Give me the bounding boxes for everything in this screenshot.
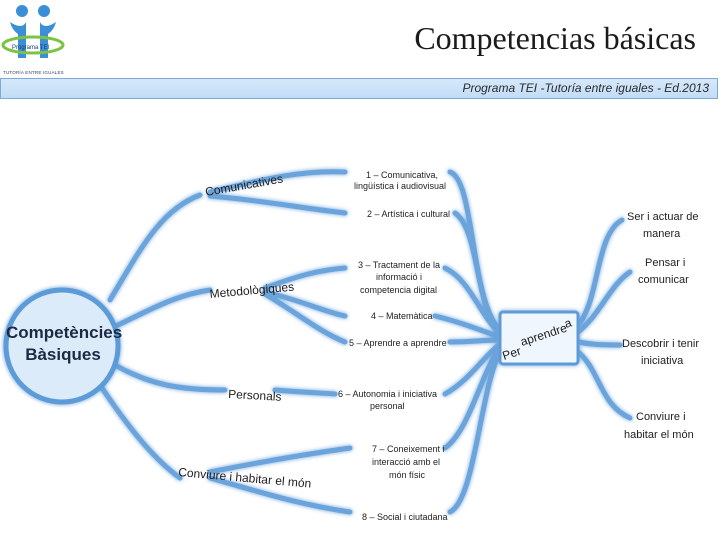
link-com-c2 [207, 193, 348, 216]
outcome-2-line2: comunicar [638, 274, 689, 286]
tei-logo: Programa TEI [0, 0, 68, 78]
link-c4-hub [432, 313, 503, 340]
outcome-3-line2: iniciativa [641, 355, 684, 367]
outcome-2-line1: Pensar i [645, 257, 685, 269]
branch-personals: Personals [228, 387, 282, 404]
subtitle: Programa TEI -Tutoría entre iguales - Ed… [462, 81, 709, 95]
competency-2: 2 – Artística i cultural [367, 209, 450, 219]
subtitle-bar: Programa TEI -Tutoría entre iguales - Ed… [0, 78, 718, 99]
page-title: Competencias básicas [414, 20, 696, 56]
competency-7-line2: interacció amb el [372, 457, 440, 467]
tei-logo-mark: Programa TEI [0, 0, 68, 72]
competency-1-line2: lingüística i audiovisual [354, 181, 446, 191]
link-c5-hub [447, 337, 503, 345]
outcome-1-line2: manera [643, 228, 681, 240]
outcome-3-line1: Descobrir i tenir [622, 338, 699, 350]
outcome-4-line2: habitar el món [624, 429, 694, 441]
link-met-c4 [262, 289, 348, 319]
link-c2-hub [452, 210, 503, 335]
hub-node: Per aprendre a [498, 310, 580, 366]
link-hub-o3 [575, 339, 623, 348]
link-hub-o4 [575, 349, 633, 421]
logo-caption: TUTORÍA ENTRE IGUALES [3, 70, 64, 75]
link-center-conviure [97, 382, 183, 481]
link-center-personals [112, 362, 228, 393]
link-com-c1 [207, 169, 348, 195]
competency-1-line1: 1 – Comunicativa, [366, 170, 438, 180]
competency-8: 8 – Social i ciutadana [362, 512, 448, 522]
branch-comunicatives: Comunicatives [204, 172, 284, 199]
hub-word-per: Per [501, 344, 523, 363]
competency-4: 4 – Matemàtica [371, 311, 433, 321]
competency-6-line2: personal [370, 401, 405, 411]
link-hub-o2 [575, 269, 633, 335]
link-con-c7 [207, 445, 353, 475]
competency-3-line1: 3 – Tractament de la [358, 260, 440, 270]
link-center-comunicatives [107, 192, 203, 303]
outcome-4-line1: Conviure i [636, 411, 686, 423]
competency-6-line1: 6 – Autonomia i iniciativa [338, 389, 437, 399]
link-con-c8 [207, 475, 353, 515]
competency-5: 5 – Aprendre a aprendre [349, 338, 447, 348]
link-hub-o1 [575, 217, 625, 328]
link-c6-hub [442, 341, 503, 397]
center-title-line2: Bàsiques [25, 345, 101, 364]
competency-7-line1: 7 – Coneixement i [372, 444, 445, 454]
link-center-metodologiques [115, 287, 213, 328]
center-title: Competències Bàsiques [6, 322, 123, 366]
link-per-c6 [272, 387, 338, 397]
mind-map: Per aprendre a Comunicatives Metodològiq… [3, 169, 699, 522]
competency-7-line3: món físic [389, 470, 426, 480]
link-met-c5 [262, 291, 348, 345]
logo-text: Programa TEI [12, 45, 50, 51]
outcome-1-line1: Ser i actuar de [627, 211, 699, 223]
competency-3-line2: informació i [376, 272, 422, 282]
link-met-c3 [262, 265, 348, 291]
link-c7-hub [442, 345, 503, 451]
hub-letter-a: a [563, 315, 574, 330]
link-c8-hub [447, 349, 503, 515]
competency-3-line3: competencia digital [360, 285, 437, 295]
center-node [3, 287, 121, 405]
link-c3-hub [442, 265, 503, 337]
center-title-line1: Competències [6, 323, 123, 342]
